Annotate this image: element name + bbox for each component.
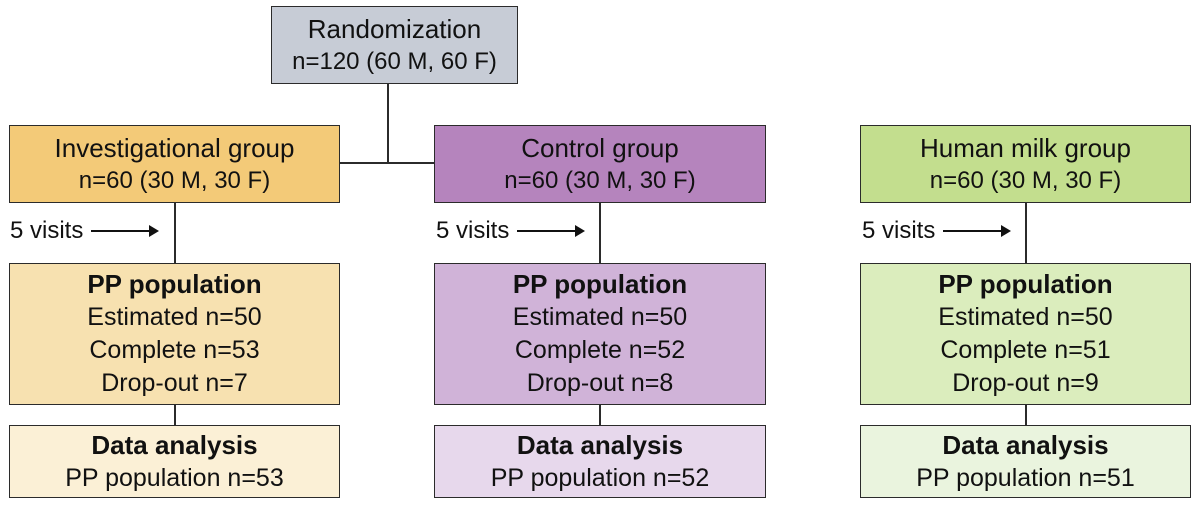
- investigational-pp-complete: Complete n=53: [89, 336, 260, 364]
- human-milk-pp-complete: Complete n=51: [940, 336, 1111, 364]
- human-milk-analysis-pp: PP population n=51: [916, 463, 1135, 492]
- investigational-pp-estimated: Estimated n=50: [87, 303, 262, 331]
- investigational-analysis-pp: PP population n=53: [65, 463, 284, 492]
- randomization-title: Randomization: [307, 14, 482, 44]
- human-milk-analysis-box: Data analysis PP population n=51: [860, 425, 1191, 498]
- randomization-count: n=120 (60 M, 60 F): [292, 48, 497, 75]
- investigational-analysis-title: Data analysis: [91, 429, 258, 460]
- investigational-pp-dropout: Drop-out n=7: [101, 369, 248, 397]
- right-arrow-icon: [517, 225, 586, 237]
- human-milk-group-box: Human milk group n=60 (30 M, 30 F): [860, 125, 1191, 203]
- human-milk-group-count: n=60 (30 M, 30 F): [929, 167, 1122, 194]
- right-arrow-icon: [91, 225, 160, 237]
- human-milk-analysis-title: Data analysis: [942, 429, 1109, 460]
- control-group-box: Control group n=60 (30 M, 30 F): [434, 125, 766, 203]
- connector-randomization-down: [387, 83, 389, 163]
- control-group-count: n=60 (30 M, 30 F): [504, 167, 696, 194]
- human-milk-visits: 5 visits: [862, 217, 1012, 245]
- connector-control-analysis: [599, 404, 601, 426]
- human-milk-pp-dropout: Drop-out n=9: [952, 369, 1099, 397]
- investigational-analysis-box: Data analysis PP population n=53: [9, 425, 340, 498]
- investigational-group-box: Investigational group n=60 (30 M, 30 F): [9, 125, 340, 203]
- control-analysis-pp: PP population n=52: [490, 463, 710, 492]
- control-pp-complete: Complete n=52: [514, 336, 686, 364]
- human-milk-pp-title: PP population: [938, 269, 1113, 299]
- human-milk-pp-box: PP population Estimated n=50 Complete n=…: [860, 263, 1191, 405]
- connector-investigational-pp: [174, 202, 176, 263]
- investigational-pp-title: PP population: [87, 269, 262, 299]
- right-arrow-icon: [943, 225, 1012, 237]
- control-pp-title: PP population: [512, 269, 688, 299]
- connector-investigational-analysis: [174, 404, 176, 426]
- control-analysis-box: Data analysis PP population n=52: [434, 425, 766, 498]
- connector-humanmilk-analysis: [1025, 404, 1027, 426]
- connector-control-pp: [599, 202, 601, 263]
- control-analysis-title: Data analysis: [516, 429, 684, 460]
- investigational-visits: 5 visits: [10, 217, 160, 245]
- investigational-group-count: n=60 (30 M, 30 F): [78, 167, 271, 194]
- randomization-box: Randomization n=120 (60 M, 60 F): [271, 6, 518, 84]
- human-milk-group-title: Human milk group: [920, 133, 1131, 163]
- control-visits-label: 5 visits: [436, 217, 510, 244]
- investigational-visits-label: 5 visits: [10, 217, 84, 244]
- control-pp-box: PP population Estimated n=50 Complete n=…: [434, 263, 766, 405]
- control-pp-dropout: Drop-out n=8: [526, 369, 674, 397]
- human-milk-visits-label: 5 visits: [862, 217, 936, 244]
- control-group-title: Control group: [521, 133, 679, 163]
- investigational-group-title: Investigational group: [54, 133, 295, 163]
- connector-humanmilk-pp: [1025, 202, 1027, 263]
- control-visits: 5 visits: [436, 217, 586, 245]
- human-milk-pp-estimated: Estimated n=50: [938, 303, 1113, 331]
- investigational-pp-box: PP population Estimated n=50 Complete n=…: [9, 263, 340, 405]
- control-pp-estimated: Estimated n=50: [512, 303, 688, 331]
- connector-investigational-control: [339, 162, 435, 164]
